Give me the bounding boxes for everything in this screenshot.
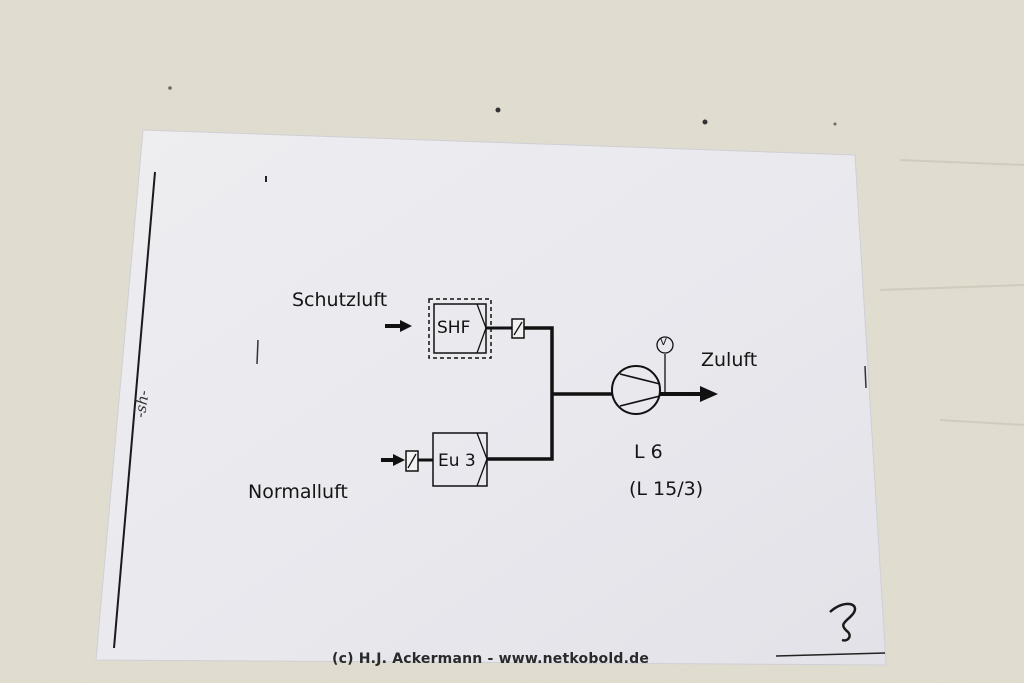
label-zuluft: Zuluft [701,349,758,371]
margin-handwriting: -sh- [130,389,153,419]
filter-eu3-label: Eu 3 [438,451,476,471]
copyright-watermark: (c) H.J. Ackermann - www.netkobold.de [332,651,650,667]
gauge-symbol: V [660,337,667,348]
label-normalluft: Normalluft [248,481,348,503]
fan-reference-label: (L 15/3) [629,478,704,500]
fan-name-label: L 6 [634,441,663,463]
label-schutzluft: Schutzluft [292,289,388,311]
filter-shf-label: SHF [437,318,471,338]
